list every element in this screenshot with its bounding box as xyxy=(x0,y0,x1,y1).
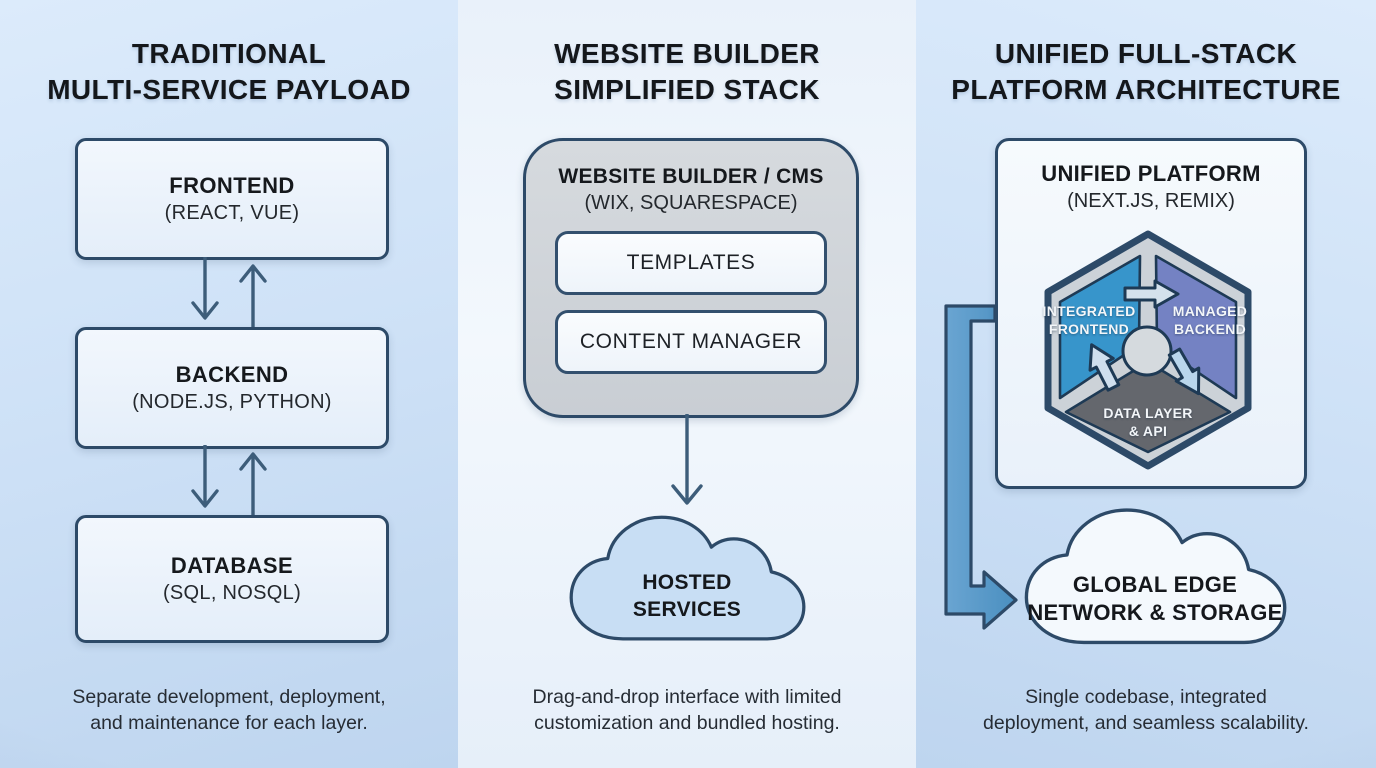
frontend-box: FRONTEND (REACT, VUE) xyxy=(75,138,389,260)
traditional-column-title: TRADITIONAL MULTI-SERVICE PAYLOAD xyxy=(9,36,449,108)
bidirectional-arrow-frontend-backend-icon xyxy=(191,257,267,327)
bidirectional-arrow-backend-database-icon xyxy=(191,445,267,515)
website-builder-column-title: WEBSITE BUILDER SIMPLIFIED STACK xyxy=(467,36,907,108)
hex-label-line: INTEGRATED xyxy=(1042,303,1136,319)
title-line: UNIFIED FULL-STACK xyxy=(994,38,1298,69)
platform-box-tech: (NEXT.JS, REMIX) xyxy=(1067,190,1235,212)
title-line: PLATFORM ARCHITECTURE xyxy=(951,74,1341,105)
global-edge-label: GLOBAL EDGE NETWORK & STORAGE xyxy=(1014,571,1296,627)
frontend-box-label: FRONTEND xyxy=(169,172,295,198)
caption-line: Separate development, deployment, xyxy=(72,686,386,708)
hosted-services-cloud-icon xyxy=(569,515,806,641)
data-layer-api-label: DATA LAYER & API xyxy=(1088,404,1208,440)
down-arrow-icon xyxy=(671,414,703,505)
hex-label-line: MANAGED xyxy=(1172,303,1248,319)
managed-backend-label: MANAGED BACKEND xyxy=(1160,302,1260,338)
backend-box: BACKEND (NODE.JS, PYTHON) xyxy=(75,327,389,449)
traditional-caption: Separate development, deployment, and ma… xyxy=(19,684,439,736)
title-line: TRADITIONAL xyxy=(131,38,327,69)
database-box-tech: (SQL, NOSQL) xyxy=(162,581,302,604)
builder-box-label: WEBSITE BUILDER / CMS xyxy=(558,165,824,188)
platform-box-label: UNIFIED PLATFORM xyxy=(1041,161,1261,186)
website-builder-caption: Drag-and-drop interface with limited cus… xyxy=(477,684,897,736)
title-line: WEBSITE BUILDER xyxy=(554,38,820,69)
database-box-label: DATABASE xyxy=(170,552,294,578)
frontend-box-tech: (REACT, VUE) xyxy=(164,201,300,224)
cloud-label-line: SERVICES xyxy=(632,598,742,621)
cloud-label-line: HOSTED xyxy=(642,571,732,594)
hex-label-line: FRONTEND xyxy=(1048,321,1130,337)
title-line: MULTI-SERVICE PAYLOAD xyxy=(47,74,411,105)
builder-box-tech: (WIX, SQUARESPACE) xyxy=(584,192,798,214)
content-manager-box: CONTENT MANAGER xyxy=(555,310,827,374)
caption-line: Drag-and-drop interface with limited xyxy=(532,686,842,708)
caption-line: deployment, and seamless scalability. xyxy=(983,712,1309,734)
hex-label-line: DATA LAYER xyxy=(1103,405,1193,421)
database-box: DATABASE (SQL, NOSQL) xyxy=(75,515,389,643)
platform-box-header: UNIFIED PLATFORM (NEXT.JS, REMIX) xyxy=(1041,160,1260,215)
templates-box: TEMPLATES xyxy=(555,231,827,295)
hosted-services-label: HOSTED SERVICES xyxy=(560,569,814,623)
hex-label-line: BACKEND xyxy=(1173,321,1247,337)
integrated-frontend-label: INTEGRATED FRONTEND xyxy=(1039,302,1139,338)
global-edge-cloud-icon xyxy=(1024,508,1287,645)
unified-platform-hexagon-icon xyxy=(1044,230,1252,470)
title-line: SIMPLIFIED STACK xyxy=(554,74,820,105)
backend-box-label: BACKEND xyxy=(175,361,289,387)
unified-caption: Single codebase, integrated deployment, … xyxy=(936,684,1356,736)
builder-box-header: WEBSITE BUILDER / CMS (WIX, SQUARESPACE) xyxy=(558,163,823,216)
cloud-label-line: NETWORK & STORAGE xyxy=(1027,600,1283,625)
backend-box-tech: (NODE.JS, PYTHON) xyxy=(132,390,332,413)
hex-label-line: & API xyxy=(1128,423,1168,439)
caption-line: and maintenance for each layer. xyxy=(90,712,368,734)
deploy-flow-arrow-icon xyxy=(944,304,1018,630)
caption-line: customization and bundled hosting. xyxy=(534,712,840,734)
caption-line: Single codebase, integrated xyxy=(1025,686,1267,708)
website-builder-cms-box: WEBSITE BUILDER / CMS (WIX, SQUARESPACE)… xyxy=(523,138,859,418)
cloud-label-line: GLOBAL EDGE xyxy=(1072,572,1238,597)
unified-column-title: UNIFIED FULL-STACK PLATFORM ARCHITECTURE xyxy=(921,36,1371,108)
